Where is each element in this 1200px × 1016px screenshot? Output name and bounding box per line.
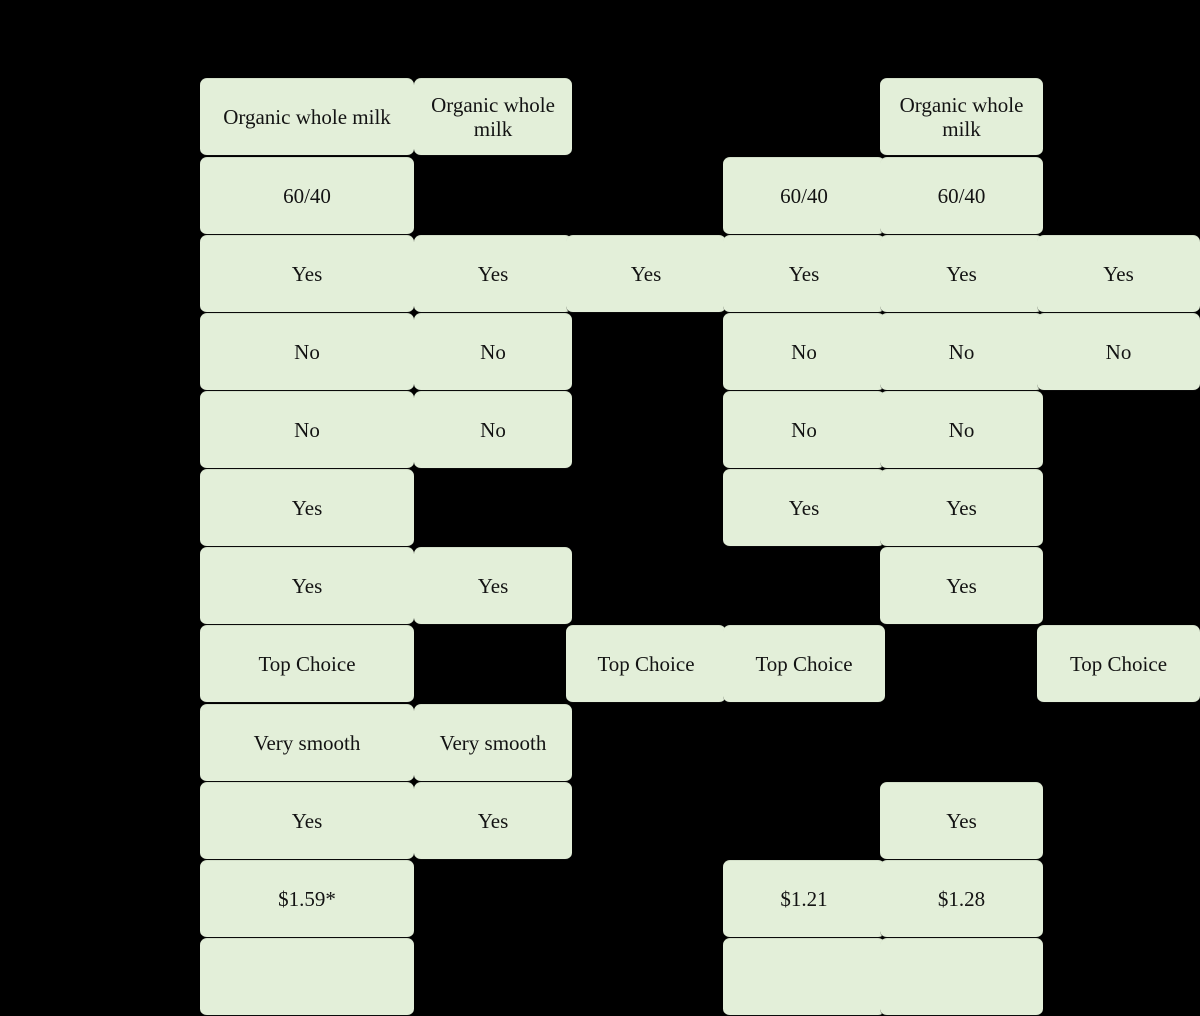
table-cell-r9-c1: Yes (414, 782, 572, 860)
table-cell-r4-c4: No (880, 391, 1043, 469)
table-cell-label: $1.28 (937, 886, 986, 911)
table-cell-label: No (791, 339, 817, 364)
table-cell-label: Yes (291, 495, 323, 520)
table-cell-label: No (1105, 339, 1132, 364)
table-cell-label: Yes (788, 261, 820, 286)
table-cell-r0-c1: Organic whole milk (414, 78, 572, 156)
table-cell-r3-c5: No (1037, 313, 1200, 391)
table-cell-label: No (480, 339, 506, 364)
table-cell-label: 60/40 (780, 183, 828, 208)
table-cell-r9-c0: Yes (200, 782, 414, 860)
table-cell-label: Yes (1103, 261, 1134, 286)
table-cell-r3-c1: No (414, 313, 572, 391)
table-cell-r9-c4: Yes (880, 782, 1043, 860)
table-cell-label: No (948, 417, 975, 442)
table-cell-label: Organic whole milk (223, 104, 391, 129)
table-cell-label: Yes (946, 573, 977, 598)
table-cell-label: Top Choice (1069, 651, 1168, 676)
table-cell-label: No (948, 339, 975, 364)
table-cell-r5-c3: Yes (723, 469, 885, 547)
table-cell-label: $1.59* (278, 886, 336, 911)
table-cell-r2-c0: Yes (200, 235, 414, 313)
table-cell-r2-c3: Yes (723, 235, 885, 313)
table-cell-r5-c4: Yes (880, 469, 1043, 547)
table-cell-label: Yes (788, 495, 820, 520)
table-cell-label: 60/40 (937, 183, 986, 208)
table-cell-label: Yes (477, 573, 509, 598)
table-cell-label: Yes (630, 261, 662, 286)
table-cell-label: Yes (946, 261, 977, 286)
table-cell-r3-c3: No (723, 313, 885, 391)
table-cell-r10-c3: $1.21 (723, 860, 885, 938)
table-cell-r1-c3: 60/40 (723, 157, 885, 235)
table-cell-label: Yes (291, 261, 323, 286)
table-cell-label: Top Choice (755, 651, 853, 676)
table-cell-label: No (791, 417, 817, 442)
table-cell-label: Organic whole milk (431, 92, 555, 141)
table-cell-r8-c0: Very smooth (200, 704, 414, 782)
table-cell-r11-c4 (880, 938, 1043, 1016)
table-cell-r6-c0: Yes (200, 547, 414, 625)
table-cell-r2-c4: Yes (880, 235, 1043, 313)
table-cell-label: Yes (946, 495, 977, 520)
table-cell-label: No (480, 417, 506, 442)
table-cell-r11-c3 (723, 938, 885, 1016)
table-cell-label: No (294, 339, 320, 364)
table-cell-r7-c2: Top Choice (566, 625, 726, 703)
table-cell-r6-c4: Yes (880, 547, 1043, 625)
table-cell-r2-c1: Yes (414, 235, 572, 313)
table-cell-r5-c0: Yes (200, 469, 414, 547)
table-cell-r0-c0: Organic whole milk (200, 78, 414, 156)
table-cell-label: Yes (291, 808, 323, 833)
table-cell-r4-c1: No (414, 391, 572, 469)
table-cell-label: $1.21 (780, 886, 828, 911)
table-cell-r7-c3: Top Choice (723, 625, 885, 703)
table-cell-label: Yes (477, 808, 509, 833)
table-cell-r2-c5: Yes (1037, 235, 1200, 313)
table-cell-r2-c2: Yes (566, 235, 726, 313)
table-cell-r10-c4: $1.28 (880, 860, 1043, 938)
table-cell-label: Yes (946, 808, 977, 833)
table-cell-r0-c4: Organic whole milk (880, 78, 1043, 156)
table-cell-r8-c1: Very smooth (414, 704, 572, 782)
table-cell-label: Very smooth (253, 730, 361, 755)
table-cell-r7-c5: Top Choice (1037, 625, 1200, 703)
comparison-table: Organic whole milk Organic whole milk Orga… (200, 78, 1200, 1016)
table-cell-r10-c0: $1.59* (200, 860, 414, 938)
table-cell-label: Organic whole milk (899, 92, 1024, 141)
table-cell-r3-c0: No (200, 313, 414, 391)
table-cell-label: Yes (477, 261, 509, 286)
table-cell-r1-c4: 60/40 (880, 157, 1043, 235)
table-cell-r4-c3: No (723, 391, 885, 469)
table-cell-label: Top Choice (597, 651, 695, 676)
table-cell-label: Very smooth (439, 730, 547, 755)
table-cell-r3-c4: No (880, 313, 1043, 391)
table-cell-r11-c0 (200, 938, 414, 1016)
table-cell-r1-c0: 60/40 (200, 157, 414, 235)
table-cell-r6-c1: Yes (414, 547, 572, 625)
table-cell-label: 60/40 (283, 183, 331, 208)
table-cell-label: Yes (291, 573, 323, 598)
table-cell-r4-c0: No (200, 391, 414, 469)
table-cell-r7-c0: Top Choice (200, 625, 414, 703)
table-cell-label: Top Choice (258, 651, 356, 676)
table-cell-label: No (294, 417, 320, 442)
